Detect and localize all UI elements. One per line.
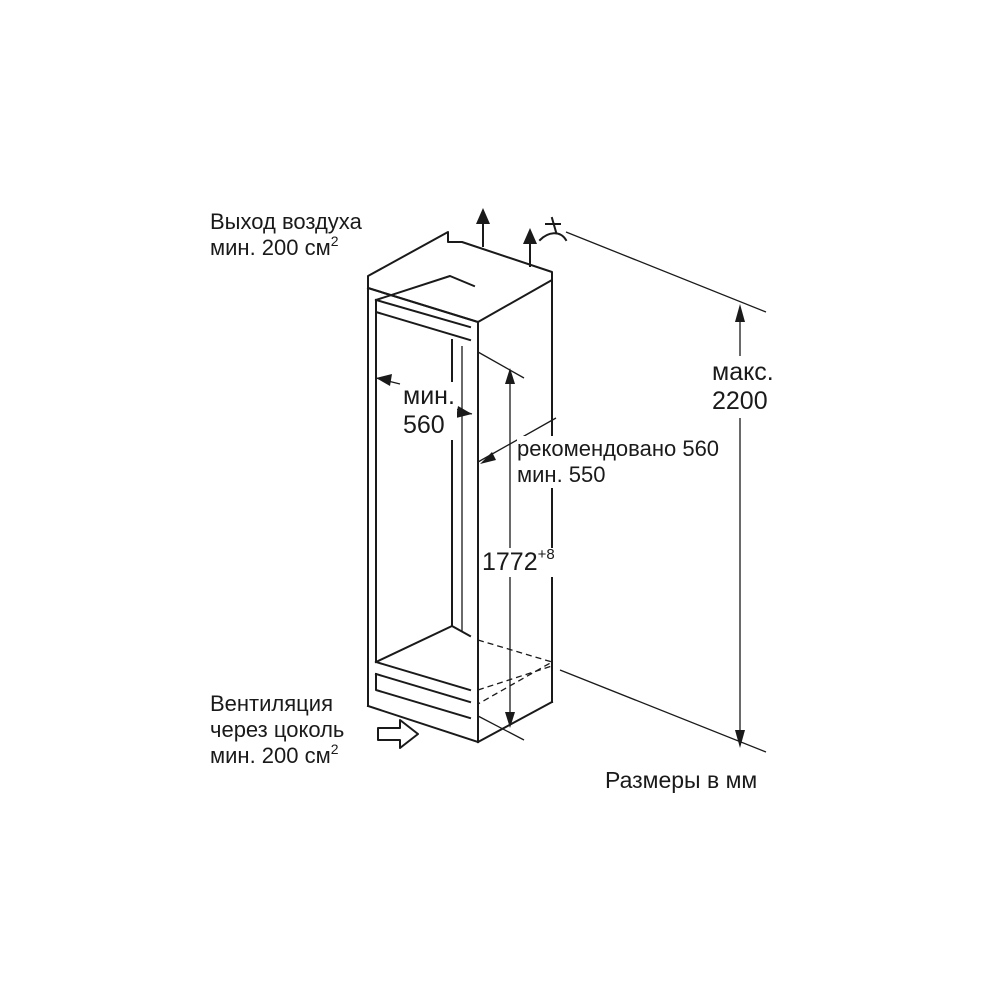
niche-width-line1: мин. bbox=[403, 382, 455, 410]
max-height-dimension bbox=[559, 231, 767, 753]
air-outlet-line2: мин. 200 см2 bbox=[210, 233, 339, 260]
ventilation-line3: мин. 200 см2 bbox=[210, 741, 339, 768]
air-outlet-arrows bbox=[476, 208, 537, 267]
ventilation-label: Вентиляция через цоколь мин. 200 см2 bbox=[210, 691, 344, 769]
max-height-line1: макс. bbox=[712, 358, 774, 386]
air-outlet-label: Выход воздуха мин. 200 см2 bbox=[210, 209, 362, 261]
niche-height-dimension bbox=[477, 351, 525, 741]
niche-depth-line2: мин. 550 bbox=[517, 462, 606, 487]
niche-depth-label: рекомендовано 560 мин. 550 bbox=[517, 436, 720, 488]
height-reference-mark bbox=[538, 216, 568, 242]
niche-depth-line1: рекомендовано 560 bbox=[517, 436, 720, 461]
ventilation-line2: через цоколь bbox=[210, 717, 345, 742]
niche-height-label: 1772+8 bbox=[481, 546, 556, 577]
niche-width-label: мин. 560 bbox=[401, 382, 457, 440]
niche-width-dimension bbox=[375, 374, 473, 418]
niche-width-line2: 560 bbox=[403, 411, 445, 439]
units-note: Размеры в мм bbox=[605, 767, 758, 793]
ventilation-arrow-icon bbox=[377, 719, 419, 749]
max-height-line2: 2200 bbox=[712, 387, 768, 415]
max-height-label: макс. 2200 bbox=[712, 356, 774, 418]
ventilation-line1: Вентиляция bbox=[210, 691, 333, 716]
air-outlet-line1: Выход воздуха bbox=[210, 209, 362, 234]
